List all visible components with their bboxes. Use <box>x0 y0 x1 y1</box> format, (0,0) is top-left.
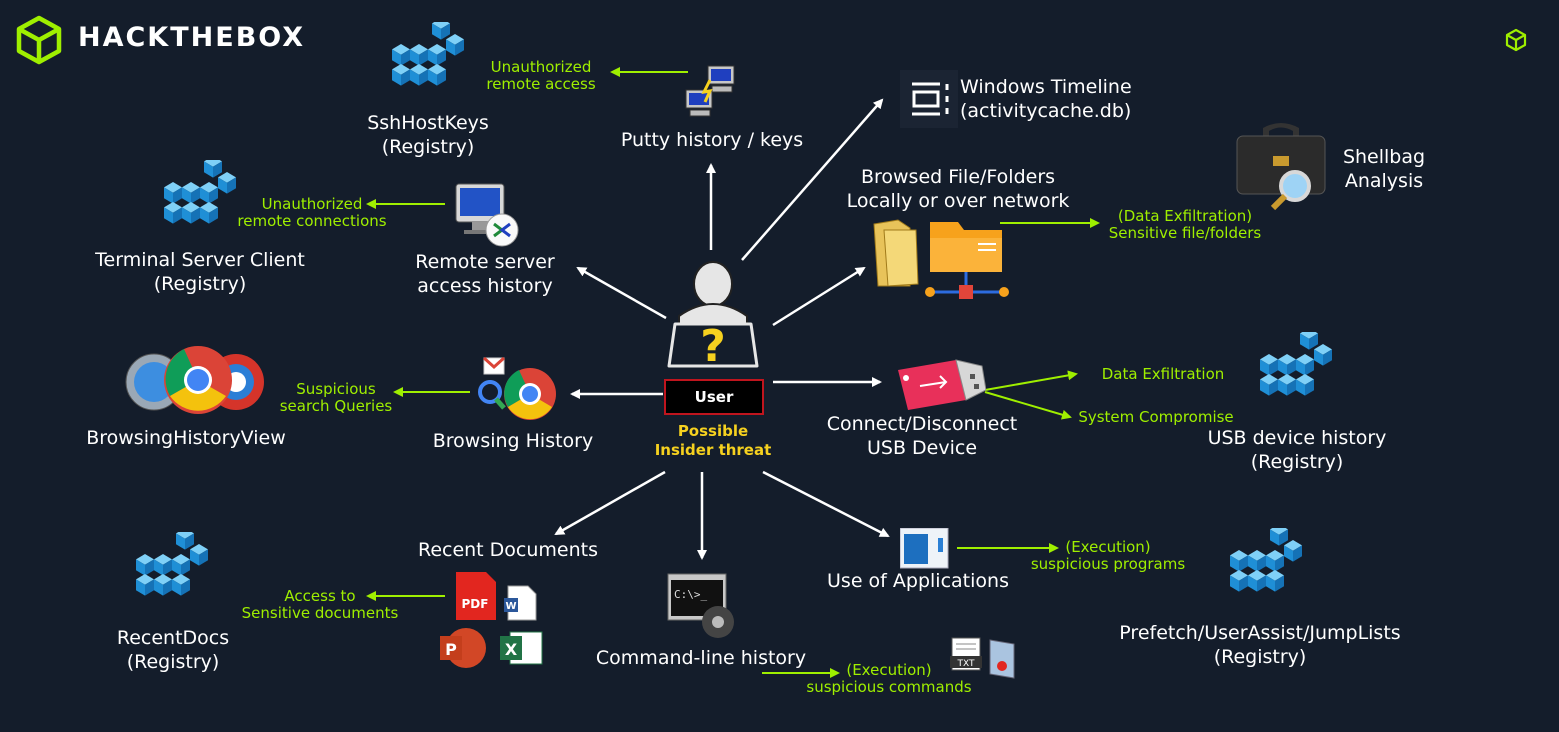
svg-text:?: ? <box>700 321 726 370</box>
folder-icon <box>873 219 1009 299</box>
registry-icon <box>1260 332 1332 396</box>
prefetch-label: Prefetch/UserAssist/JumpLists (Registry) <box>1119 622 1401 668</box>
browsed-note: (Data Exfiltration) Sensitive file/folde… <box>1108 207 1262 242</box>
network-computers-icon <box>685 65 735 117</box>
registry-icon <box>136 532 208 596</box>
hackthebox-logo-icon <box>16 15 62 65</box>
usb-note-compromise: System Compromise <box>1078 408 1234 426</box>
cmd-icon: C:\>_ <box>667 573 734 638</box>
cmd-note: (Execution) suspicious commands <box>806 661 972 696</box>
registry-icon <box>164 160 236 224</box>
putty-label: Putty history / keys <box>620 129 804 151</box>
browsers-icon <box>125 346 264 414</box>
user-label: User <box>664 379 764 415</box>
tsc-label: Terminal Server Client (Registry) <box>95 249 305 295</box>
browser-icon <box>478 356 556 420</box>
recent-note: Access to Sensitive documents <box>241 587 399 622</box>
pdf-icon: PDF <box>462 597 489 611</box>
text-file-icon: TXT <box>950 637 1015 679</box>
arrow-to-rdp <box>576 266 667 320</box>
timeline-icon <box>900 70 958 128</box>
powerpoint-icon: P <box>445 640 457 659</box>
registry-icon <box>1230 528 1302 592</box>
user-icon: ? <box>667 261 759 370</box>
application-icon <box>900 528 949 569</box>
green-arrow-usb-exfil <box>984 370 1078 391</box>
browsing-note: Suspicious search Queries <box>279 380 393 415</box>
shellbag-label: Shellbag Analysis <box>1342 146 1426 192</box>
arrow-to-browsed <box>772 266 866 327</box>
svg-text:C:\>_: C:\>_ <box>674 588 707 601</box>
usb-note-exfiltration: Data Exfiltration <box>1101 365 1225 383</box>
svg-text:TXT: TXT <box>956 659 975 669</box>
corner-logo-icon <box>1505 28 1527 52</box>
browsing-label: Browsing History <box>432 430 594 452</box>
rdp-note: Unauthorized remote connections <box>237 195 387 230</box>
recent-label: Recent Documents <box>417 539 599 561</box>
svg-text:W: W <box>505 601 516 612</box>
bhv-label: BrowsingHistoryView <box>86 427 286 449</box>
cmd-label: Command-line history <box>595 647 807 669</box>
recentdocs-label: RecentDocs (Registry) <box>116 627 230 673</box>
usb-icon <box>898 359 986 410</box>
usb-label: Connect/Disconnect USB Device <box>826 413 1018 459</box>
registry-icon <box>392 22 464 86</box>
excel-icon: X <box>505 640 518 659</box>
remote-desktop-icon <box>455 183 519 247</box>
green-arrow-usb-compromise <box>984 391 1072 420</box>
brand-name: HACKTHEBOX <box>78 22 306 53</box>
insider-threat-label: Possible Insider threat <box>654 422 772 459</box>
arrow-to-apps <box>762 470 890 538</box>
documents-icon: PDF W P X <box>440 572 543 668</box>
putty-note: Unauthorized remote access <box>486 58 596 93</box>
arrow-to-recent <box>554 470 666 536</box>
rdp-label: Remote server access history <box>415 251 555 297</box>
timeline-label: Windows Timeline (activitycache.db) <box>960 76 1132 122</box>
ssh-label: SshHostKeys (Registry) <box>367 112 489 158</box>
apps-note: (Execution) suspicious programs <box>1030 538 1186 573</box>
browsed-label: Browsed File/Folders Locally or over net… <box>846 166 1070 212</box>
arrow-to-timeline <box>741 98 884 261</box>
usbhist-label: USB device history (Registry) <box>1207 427 1387 473</box>
briefcase-icon <box>1236 123 1326 211</box>
apps-label: Use of Applications <box>827 570 1009 592</box>
